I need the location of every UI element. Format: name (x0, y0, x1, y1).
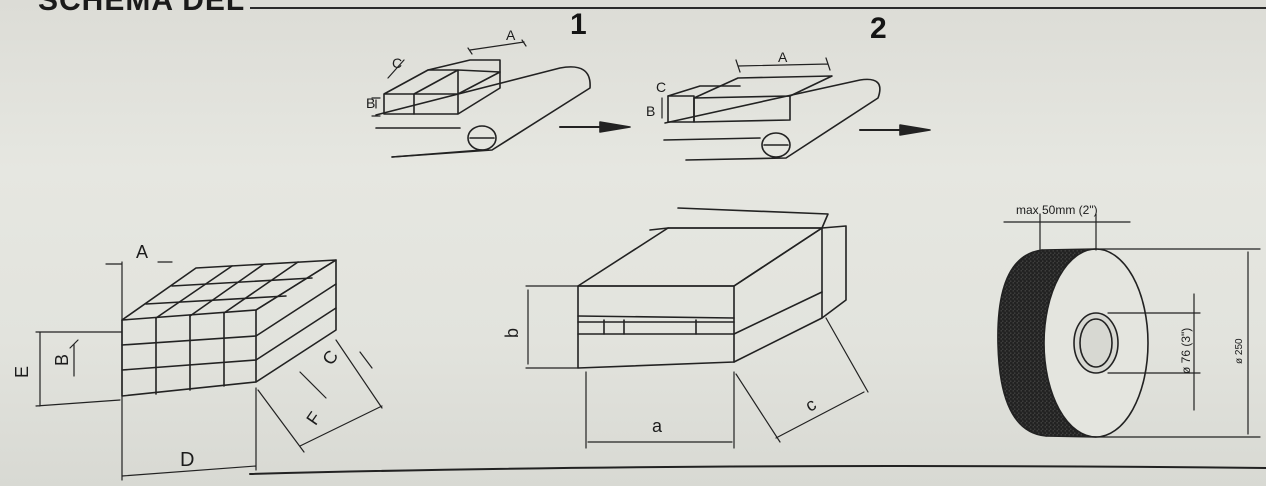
reel-core-diameter-label: ø 76 (3") (1179, 328, 1193, 374)
header-rule (250, 7, 1266, 9)
pallet-label-e: E (12, 366, 32, 378)
step-number-2: 2 (870, 12, 887, 45)
pallet-label-a: A (136, 242, 148, 262)
box-label-c: c (802, 394, 820, 416)
conveyor-1-box-right (413, 69, 501, 115)
conveyor-1-diagram: B C A (366, 27, 631, 158)
conveyor-1-label-a: A (506, 27, 516, 43)
conveyor-1-box-left (383, 69, 459, 115)
conveyor-2-belt (664, 78, 881, 161)
box-label-b: b (502, 328, 522, 338)
conveyor-2-box-main (693, 75, 833, 123)
conveyor-1-belt (375, 66, 591, 158)
conveyor-1-label-b: B (366, 95, 375, 111)
conveyor-2-label-c: C (656, 79, 666, 95)
box-side-flap (649, 225, 847, 319)
conveyor-2-label-a: A (778, 49, 788, 65)
reel-max-width-label: max 50mm (2") (1016, 203, 1098, 217)
box-front-face (577, 285, 735, 369)
section-title: SCHEMA DEL (38, 0, 246, 17)
box-lid-top (577, 227, 823, 287)
box-label-a: a (652, 416, 663, 436)
step-number-1: 1 (570, 8, 587, 41)
conveyor-2-roller (761, 132, 791, 158)
conveyor-2-label-b: B (646, 103, 655, 119)
bottom-divider-line (249, 465, 1266, 475)
box-side-face (733, 227, 823, 363)
reel-core-outer (1073, 312, 1119, 374)
pallet-stack-diagram: A B E D F C (12, 242, 383, 481)
pallet-label-d: D (180, 449, 194, 471)
reel-core-inner (1079, 318, 1113, 368)
pallet-label-c: C (318, 347, 342, 369)
pallet-label-b: B (52, 354, 72, 366)
pallet-side-face (255, 259, 337, 383)
carton-box-diagram: b a c (502, 207, 869, 449)
pallet-front-face (121, 309, 257, 397)
conveyor-2-diagram: B C A (646, 49, 931, 161)
conveyor-1-label-c: C (392, 55, 402, 71)
tape-reel-diagram: max 50mm (2") ø 76 (3") ø 250 (997, 203, 1261, 438)
reel-outer-diameter-label: ø 250 (1234, 338, 1245, 364)
box-rear-flap (667, 207, 829, 229)
pallet-label-f: F (302, 408, 325, 428)
